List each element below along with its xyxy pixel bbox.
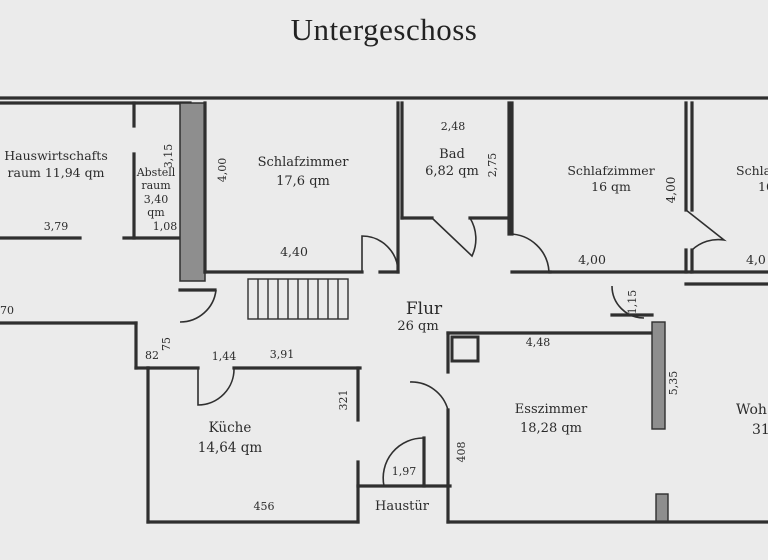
plan-title: Untergeschoss [290,12,478,47]
room-esszimmer-area: 18,28 qm [520,421,582,436]
dim-kueche-width: 456 [254,500,275,513]
room-flur-area: 26 qm [397,319,438,334]
room-schlafzimmer1-name: Schlafzimmer [258,155,350,170]
room-abstell-name-3: 3,40 [144,193,169,206]
door-swings [179,209,727,487]
room-wohnzimmer-name: Woh [736,402,767,418]
dim-flur-a: 82 [145,349,159,362]
room-kueche-name: Küche [209,420,252,436]
dim-bad-height: 2,75 [486,153,499,178]
dim-abstell-bottom: 1,08 [153,220,178,233]
room-abstell-name-2: raum [141,179,171,192]
room-abstell-name-4: qm [147,206,165,219]
dim-flur-small: 1,15 [626,290,639,315]
room-schlafzimmer2-area: 16 qm [591,179,631,194]
room-bad-name: Bad [439,147,465,162]
dim-abstell-side: 3,15 [162,144,175,169]
room-hauswirtschaft-name-1: Hauswirtschafts [4,148,108,163]
room-wohnzimmer-area: 31 [752,422,768,438]
staircase [247,278,349,320]
dim-flur-d: 3,91 [270,348,295,361]
dim-schlafzimmer1-height: 4,00 [216,158,229,183]
room-kueche-area: 14,64 qm [198,440,263,456]
room-schlafzimmer3-area: 16 [758,179,768,194]
dim-hauswirtschaft-width: 3,79 [44,220,69,233]
dim-kueche-height: 321 [337,390,350,411]
dim-esszimmer-width: 4,48 [526,336,551,349]
dim-esszimmer-side: 5,35 [667,371,680,396]
dim-schlafzimmer2-height: 4,00 [664,177,678,204]
dim-haustuer-width: 1,97 [392,465,417,478]
dim-schlafzimmer3-width: 4,0 [746,252,766,267]
label-haustuer: Haustür [375,499,430,514]
room-schlafzimmer2-name: Schlafzimmer [567,163,654,178]
dim-schlafzimmer2-width: 4,00 [578,252,606,267]
dim-esszimmer-height: 408 [455,442,468,463]
room-hauswirtschaft-name-2: raum 11,94 qm [8,165,105,180]
room-bad-area: 6,82 qm [425,164,479,179]
dim-bad-width: 2,48 [441,120,466,133]
room-abstell-name-1: Abstell [136,166,176,179]
room-schlafzimmer1-area: 17,6 qm [276,174,330,189]
room-flur-name: Flur [406,299,443,319]
room-esszimmer-name: Esszimmer [515,402,588,417]
dim-flur-c: 1,44 [212,350,237,363]
room-schlafzimmer3-name: Schlaf [736,163,768,178]
dim-flur-e: 70 [0,304,14,317]
dim-flur-b: 75 [160,337,173,351]
walls [0,96,768,524]
dim-schlafzimmer1-width: 4,40 [280,244,308,259]
